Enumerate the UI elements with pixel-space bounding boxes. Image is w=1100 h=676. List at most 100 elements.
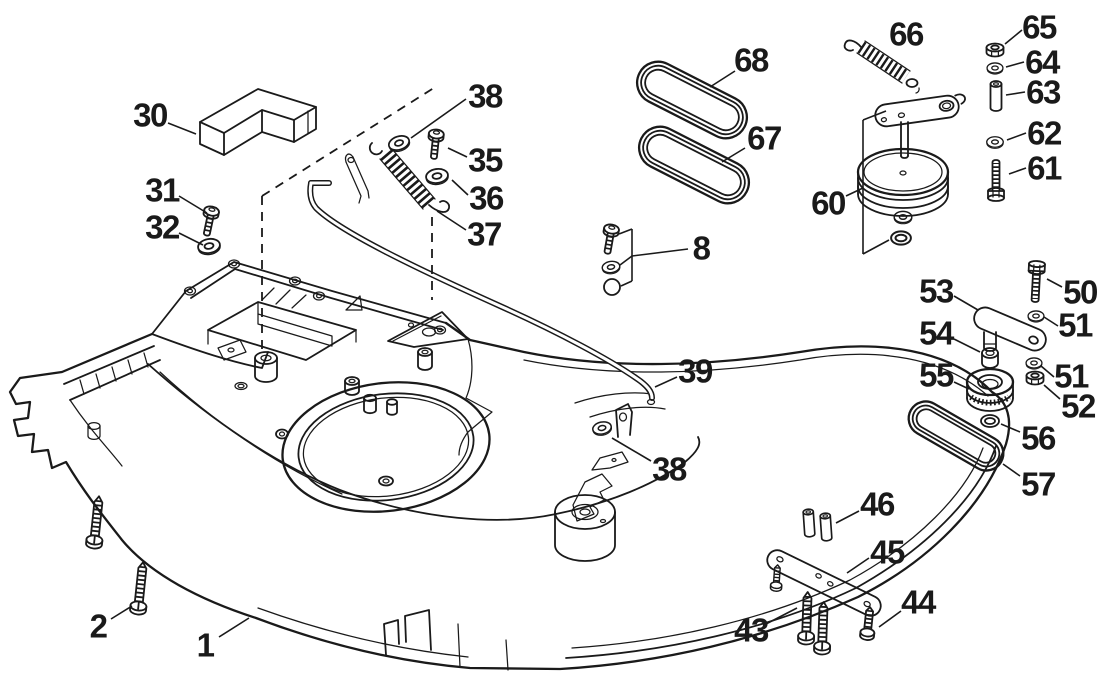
leader-line-53 xyxy=(953,295,979,311)
leader-line-8 xyxy=(631,248,689,257)
callout-label-32-5: 32 xyxy=(145,209,180,246)
part-drawing-washer-64 xyxy=(986,62,1004,75)
leader-line-60 xyxy=(862,110,887,121)
part-drawing-nut-65 xyxy=(985,42,1005,58)
leader-line-55 xyxy=(953,381,970,390)
leader-line-30 xyxy=(167,122,197,135)
part-drawing-washer-51b xyxy=(1025,357,1043,370)
leader-line-51 xyxy=(1040,365,1055,378)
callout-label-54-21: 54 xyxy=(919,315,955,352)
callout-label-64-29: 64 xyxy=(1025,44,1061,81)
leader-line-32 xyxy=(178,232,204,246)
part-drawing-screw-44 xyxy=(860,606,877,640)
leader-line-38 xyxy=(410,98,467,139)
callout-label-56-23: 56 xyxy=(1021,420,1056,457)
leader-line-56 xyxy=(1000,423,1021,433)
part-drawing-bolt-50 xyxy=(1027,261,1045,303)
callout-label-52-19: 52 xyxy=(1061,388,1096,425)
part-drawing-belt-57 xyxy=(901,394,1011,478)
leader-line-8 xyxy=(620,280,633,287)
leader-line-61 xyxy=(1008,167,1027,175)
callout-label-67-32: 67 xyxy=(747,120,781,157)
callout-label-43-12: 43 xyxy=(734,612,769,649)
callout-label-61-26: 61 xyxy=(1027,150,1062,187)
leader-line-43 xyxy=(765,607,798,625)
callout-label-38-9: 38 xyxy=(468,78,503,115)
leader-line-37 xyxy=(436,210,467,231)
part-drawing-belt-67 xyxy=(630,118,758,212)
leader-line-60 xyxy=(862,239,890,255)
callout-label-36-7: 36 xyxy=(469,180,504,217)
leader-line-36 xyxy=(451,179,469,196)
part-drawing-pulley-55 xyxy=(965,367,1015,412)
leader-line-63 xyxy=(1005,91,1026,96)
part-drawing-screw-2a xyxy=(86,495,107,549)
part-drawing-plate-45 xyxy=(766,549,882,617)
callout-label-57-24: 57 xyxy=(1021,466,1055,503)
part-drawing-oring-56 xyxy=(980,414,1000,428)
leader-line-60 xyxy=(845,187,864,197)
part-drawing-spring-37 xyxy=(368,142,450,213)
callout-label-50-16: 50 xyxy=(1063,274,1097,311)
part-drawing-washer-38-bottom xyxy=(590,419,614,438)
leader-line-51 xyxy=(1043,316,1059,327)
part-drawing-screw-43a xyxy=(798,592,816,645)
part-drawing-ball-8 xyxy=(603,278,621,296)
part-drawing-rod-39 xyxy=(307,180,656,406)
callout-label-63-28: 63 xyxy=(1026,74,1061,111)
callout-label-51-18: 51 xyxy=(1054,358,1089,395)
part-drawing-spacer-63 xyxy=(989,80,1003,112)
callout-label-38-10: 38 xyxy=(652,451,687,488)
part-drawing-washer-51a xyxy=(1027,310,1045,323)
part-drawing-arm-53 xyxy=(973,306,1047,352)
leader-line-35 xyxy=(447,147,468,158)
part-drawing-nut-52 xyxy=(1025,370,1045,386)
callout-label-30-3: 30 xyxy=(133,97,167,134)
leader-line-45 xyxy=(846,557,870,574)
part-drawing-washer-8 xyxy=(600,259,622,276)
leader-line-50 xyxy=(1046,278,1063,288)
callout-label-45-14: 45 xyxy=(870,534,905,571)
callout-label-2-1: 2 xyxy=(90,608,108,645)
leader-line-52 xyxy=(1043,384,1061,400)
callout-label-8-2: 8 xyxy=(693,230,711,267)
callout-label-35-6: 35 xyxy=(468,142,503,179)
callout-label-31-4: 31 xyxy=(145,172,180,209)
leader-line-39 xyxy=(654,376,678,388)
part-drawing-lever-pin xyxy=(344,153,370,204)
leader-line-64 xyxy=(1005,61,1025,68)
leader-line-68 xyxy=(709,70,736,88)
callout-label-44-13: 44 xyxy=(901,584,937,621)
part-drawing-washer-32 xyxy=(196,236,223,258)
part-drawing-screw-35 xyxy=(426,129,444,160)
part-drawing-washer-62 xyxy=(986,136,1004,150)
callout-label-60-25: 60 xyxy=(811,185,845,222)
part-drawing-pin-46a xyxy=(802,508,816,538)
leader-line-38 xyxy=(611,437,652,462)
callout-label-55-22: 55 xyxy=(919,357,954,394)
callout-label-51-17: 51 xyxy=(1058,307,1093,344)
leader-line-62 xyxy=(1006,132,1027,141)
leader-line-54 xyxy=(953,338,981,353)
part-drawing-spring-66 xyxy=(843,39,920,94)
leader-line-65 xyxy=(1004,29,1023,45)
part-drawing-bushing-54 xyxy=(981,347,999,369)
part-drawing-screw-2b xyxy=(130,561,151,615)
callout-label-1-0: 1 xyxy=(197,627,215,664)
part-drawing-bolt-61 xyxy=(988,160,1004,201)
leader-line-44 xyxy=(878,610,902,628)
part-drawing-washer-36 xyxy=(424,166,450,187)
leader-line-57 xyxy=(1002,463,1021,477)
callout-label-46-15: 46 xyxy=(860,486,895,523)
part-drawing-bolt-8 xyxy=(600,223,620,255)
part-drawing-pin-46b xyxy=(819,512,833,542)
part-drawing-mower-deck xyxy=(8,259,1011,671)
callout-label-62-27: 62 xyxy=(1027,115,1062,152)
part-drawing-l-block-30 xyxy=(199,88,317,156)
leader-line-8 xyxy=(618,228,633,235)
callout-label-37-8: 37 xyxy=(467,216,501,253)
leader-line-8 xyxy=(619,255,633,266)
leader-line-31 xyxy=(178,195,208,214)
